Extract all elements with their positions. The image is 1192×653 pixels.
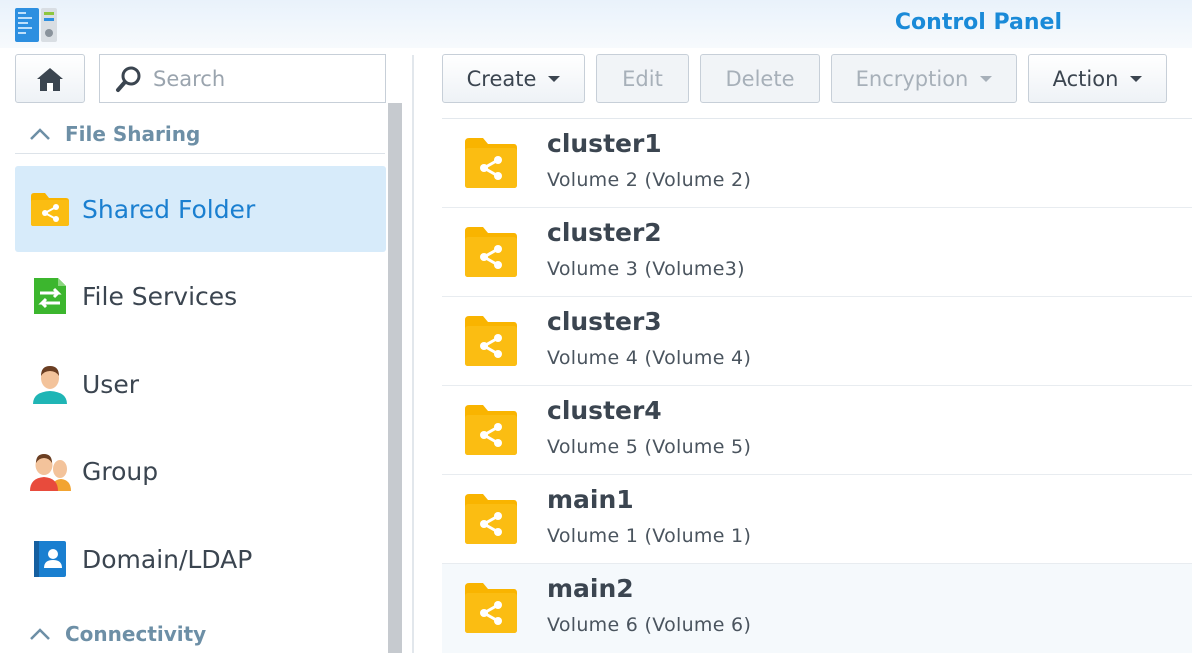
search-input[interactable]	[153, 66, 373, 91]
folder-volume: Volume 3 (Volume3)	[547, 258, 745, 280]
section-connectivity[interactable]: Connectivity	[15, 614, 385, 653]
dropdown-caret-icon	[548, 75, 561, 82]
folder-volume: Volume 2 (Volume 2)	[547, 169, 752, 191]
list-item[interactable]: cluster2 Volume 3 (Volume3)	[442, 208, 1192, 297]
section-label: File Sharing	[65, 121, 201, 146]
user-icon	[29, 363, 71, 405]
folder-volume: Volume 4 (Volume 4)	[547, 347, 752, 369]
pane-divider	[412, 55, 414, 653]
shared-folder-icon	[465, 227, 517, 277]
title-bar: Control Panel	[0, 0, 1192, 48]
create-button[interactable]: Create	[442, 54, 585, 103]
sidebar-item-label: User	[82, 369, 139, 399]
control-panel-app-icon	[15, 8, 57, 42]
edit-button-label: Edit	[622, 66, 663, 91]
folder-name: cluster1	[547, 129, 662, 158]
dropdown-caret-icon	[980, 75, 993, 82]
sidebar-item-label: Domain/LDAP	[82, 544, 253, 574]
group-icon	[29, 450, 71, 492]
sidebar-item-file-services[interactable]: File Services	[15, 253, 386, 339]
delete-button-label: Delete	[725, 66, 795, 91]
section-file-sharing[interactable]: File Sharing	[15, 114, 385, 154]
folder-volume: Volume 6 (Volume 6)	[547, 614, 752, 636]
action-button[interactable]: Action	[1028, 54, 1167, 103]
chevron-up-icon	[30, 628, 50, 640]
delete-button[interactable]: Delete	[700, 54, 820, 103]
list-item[interactable]: main1 Volume 1 (Volume 1)	[442, 475, 1192, 564]
encryption-button[interactable]: Encryption	[831, 54, 1017, 103]
chevron-up-icon	[30, 127, 50, 140]
shared-folder-icon	[465, 138, 517, 188]
sidebar-scrollbar-thumb[interactable]	[388, 103, 402, 653]
edit-button[interactable]: Edit	[596, 54, 689, 103]
sidebar: File Sharing Shared Folder File Services	[0, 48, 404, 653]
sidebar-item-group[interactable]: Group	[15, 428, 386, 514]
sidebar-item-user[interactable]: User	[15, 341, 386, 427]
folder-name: main1	[547, 485, 634, 514]
search-box[interactable]	[99, 54, 386, 103]
search-icon	[116, 66, 141, 92]
folder-volume: Volume 1 (Volume 1)	[547, 525, 752, 547]
window-title: Control Panel	[894, 10, 1062, 35]
shared-folder-icon	[465, 583, 517, 633]
file-services-icon	[29, 275, 71, 317]
create-button-label: Create	[466, 66, 537, 91]
shared-folder-list: cluster1 Volume 2 (Volume 2) cluster2 Vo…	[442, 118, 1192, 653]
encryption-button-label: Encryption	[855, 66, 969, 91]
sidebar-item-label: Group	[82, 456, 159, 486]
shared-folder-icon	[465, 316, 517, 366]
action-button-label: Action	[1052, 66, 1119, 91]
home-button[interactable]	[15, 54, 85, 103]
list-item[interactable]: main2 Volume 6 (Volume 6)	[442, 564, 1192, 653]
shared-folder-icon	[465, 494, 517, 544]
list-item[interactable]: cluster4 Volume 5 (Volume 5)	[442, 386, 1192, 475]
folder-name: main2	[547, 574, 634, 603]
sidebar-item-label: Shared Folder	[82, 194, 256, 224]
home-icon	[37, 67, 63, 91]
sidebar-item-domain-ldap[interactable]: Domain/LDAP	[15, 516, 386, 602]
dropdown-caret-icon	[1130, 75, 1143, 82]
folder-name: cluster3	[547, 307, 662, 336]
shared-folder-icon	[465, 405, 517, 455]
sidebar-item-label: File Services	[82, 281, 238, 311]
folder-volume: Volume 5 (Volume 5)	[547, 436, 752, 458]
folder-name: cluster2	[547, 218, 662, 247]
list-item[interactable]: cluster3 Volume 4 (Volume 4)	[442, 297, 1192, 386]
section-label: Connectivity	[65, 622, 207, 646]
list-item[interactable]: cluster1 Volume 2 (Volume 2)	[442, 119, 1192, 208]
shared-folder-icon	[29, 188, 71, 230]
sidebar-item-shared-folder[interactable]: Shared Folder	[15, 166, 386, 252]
folder-name: cluster4	[547, 396, 662, 425]
domain-ldap-icon	[29, 538, 71, 580]
